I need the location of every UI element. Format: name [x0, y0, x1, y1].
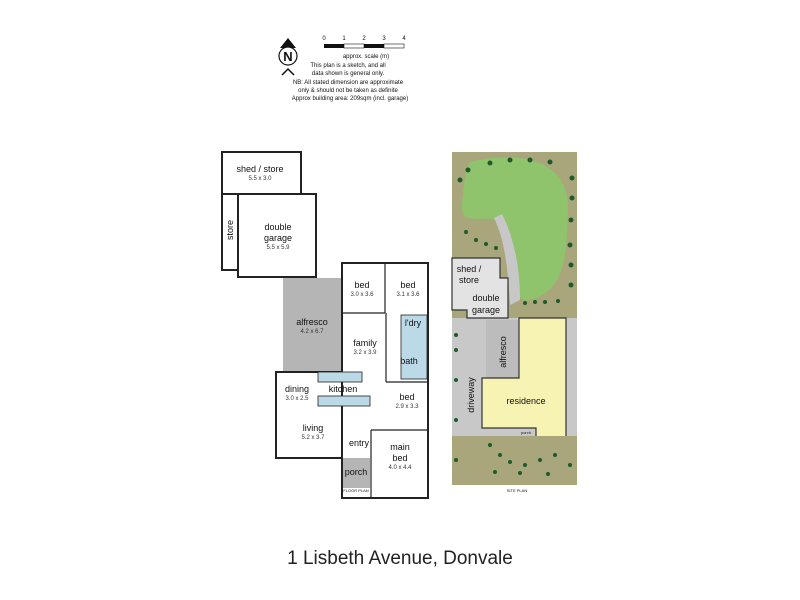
room-name: porch [345, 467, 368, 477]
north-arrow: N [278, 38, 298, 76]
room-name: double [264, 222, 291, 232]
room-name: bed [354, 280, 369, 290]
alfresco-area [283, 278, 342, 372]
room-dims: 5.5 x 3.0 [248, 176, 272, 182]
garage-walls [237, 193, 317, 278]
note-line: This plan is a sketch, and all [310, 63, 385, 69]
scale-tick: 0 [322, 36, 326, 42]
site-plan: shed / store double garage alfresco driv… [451, 152, 577, 493]
path [494, 214, 520, 305]
room-dims: 4.2 x 6.7 [300, 329, 324, 335]
room-name: main [390, 442, 410, 452]
room-name: shed / store [236, 164, 283, 174]
trees [454, 157, 575, 476]
floor-plan-labels: shed / store 5.5 x 3.0 store double gara… [225, 164, 422, 493]
scale-tick: 1 [342, 36, 346, 42]
residence [481, 317, 567, 439]
scale-tick: 2 [362, 36, 366, 42]
room-name: dining [285, 384, 309, 394]
site-label: double [472, 293, 499, 303]
site-label: garage [472, 305, 500, 315]
room-dims: 3.1 x 3.6 [396, 292, 420, 298]
room-name: bed [392, 453, 407, 463]
room-name: bed [400, 280, 415, 290]
room-name: family [353, 338, 377, 348]
scale-label: approx. scale (m) [343, 54, 389, 60]
room-name: store [225, 220, 235, 240]
room-dims: 2.9 x 3.3 [395, 404, 419, 410]
site-garage [451, 257, 509, 319]
property-address-title: 1 Lisbeth Avenue, Donvale [287, 548, 513, 569]
wet-areas [400, 314, 428, 380]
site-alfresco [486, 320, 520, 380]
site-label: driveway [466, 377, 476, 413]
site-label: shed / [457, 264, 482, 274]
room-name: entry [349, 438, 370, 448]
site-label: porch [521, 430, 531, 435]
room-dims: 4.0 x 4.4 [388, 465, 412, 471]
porch-area [342, 458, 370, 488]
room-name: bed [399, 392, 414, 402]
room-dims: 5.5 x 5.9 [266, 245, 290, 251]
site-plan-caption: SITE PLAN [507, 488, 528, 493]
site-label: residence [506, 396, 545, 406]
room-name: kitchen [329, 384, 358, 394]
note-line: data shown is general only. [312, 71, 385, 77]
floor-plan-caption: FLOOR PLAN [343, 488, 368, 493]
room-dims: 3.0 x 3.6 [350, 292, 374, 298]
room-name: living [303, 423, 324, 433]
north-label: N [283, 49, 292, 64]
living-walls [275, 371, 343, 459]
scale-bar: 0 1 2 3 4 approx. scale (m) [322, 36, 406, 60]
kitchen-bench [317, 371, 363, 383]
room-name: l'dry [405, 318, 422, 328]
kitchen-bench [317, 395, 371, 407]
room-name: alfresco [296, 317, 328, 327]
disclaimer-notes: This plan is a sketch, and all data show… [292, 63, 408, 102]
scale-tick: 4 [402, 36, 406, 42]
note-line: Approx building area: 209sqm (incl. gara… [292, 96, 408, 102]
room-name: bath [400, 356, 418, 366]
note-line: only & should not be taken as definite [298, 88, 398, 94]
lawn [461, 157, 569, 301]
room-dims: 3.2 x 3.9 [353, 350, 377, 356]
site-label: store [459, 275, 479, 285]
room-name: garage [264, 233, 292, 243]
site-label: alfresco [498, 336, 508, 368]
scale-tick: 3 [382, 36, 386, 42]
note-line: NB: All stated dimension are approximate [293, 80, 404, 86]
floor-plan [221, 151, 429, 499]
room-dims: 5.2 x 3.7 [301, 435, 325, 441]
room-dims: 3.0 x 2.5 [285, 396, 309, 402]
front-garden [452, 436, 577, 478]
